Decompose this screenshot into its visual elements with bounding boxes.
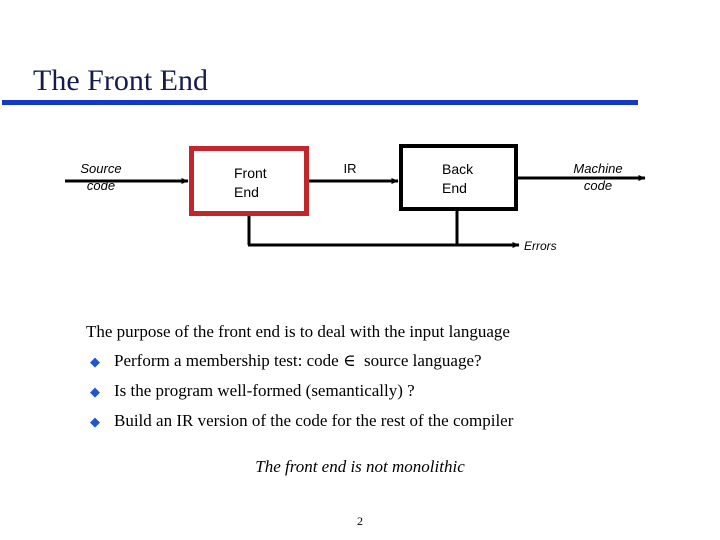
- back-end-box-label: Back End: [442, 161, 474, 196]
- footer-caption: The front end is not monolithic: [255, 457, 465, 476]
- front-end-box: Front End: [189, 146, 309, 216]
- bullet-item-3: ◆ Build an IR version of the code for th…: [86, 409, 646, 434]
- lead-statement: The purpose of the front end is to deal …: [86, 322, 510, 341]
- label-source-code: Source code: [80, 161, 122, 193]
- bullet-item-2: ◆ Is the program well-formed (semantical…: [86, 379, 646, 404]
- body-text-block: The purpose of the front end is to deal …: [86, 320, 646, 434]
- back-end-box: Back End: [399, 144, 518, 211]
- title-underline-rule: [2, 100, 638, 105]
- diamond-bullet-icon: ◆: [90, 354, 100, 369]
- bullet-item-3-label: Build an IR version of the code for the …: [114, 411, 514, 430]
- label-errors: Errors: [524, 239, 557, 253]
- label-machine-code: Machine code: [573, 161, 623, 193]
- label-ir: IR: [343, 161, 357, 176]
- diamond-bullet-icon: ◆: [90, 414, 100, 429]
- bullet-item-1-label: Perform a membership test: code ∈ source…: [114, 351, 482, 370]
- bullet-item-1: ◆ Perform a membership test: code ∈ sour…: [86, 349, 646, 374]
- page-title: The Front End: [33, 64, 208, 97]
- front-end-box-label: Front End: [234, 165, 267, 200]
- page-number: 2: [357, 514, 363, 528]
- bullet-item-2-label: Is the program well-formed (semantically…: [114, 381, 415, 400]
- diamond-bullet-icon: ◆: [90, 384, 100, 399]
